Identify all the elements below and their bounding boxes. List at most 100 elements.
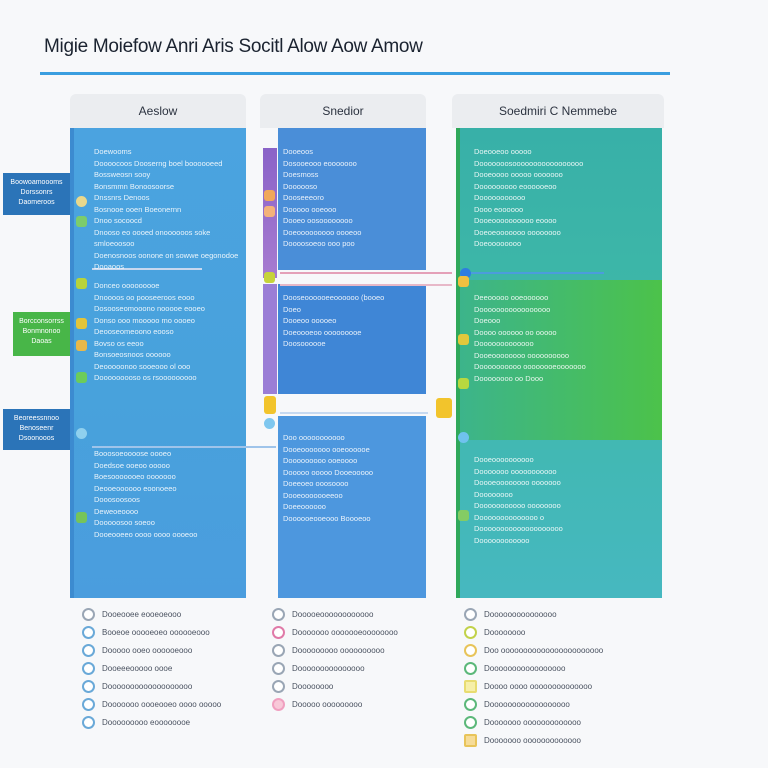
column-2-text-line: Dooooooooo ooeoooo (283, 456, 358, 465)
column-2-text-line: Dooooo ooooo Dooeooooo (283, 467, 374, 477)
column-3-block-2: Deeooooo ooeoooooo Dooooooooooooooooo Do… (474, 292, 656, 384)
column-header-1: Aeslow (70, 94, 246, 128)
side-tag-1-line-3: Daomeroos (18, 199, 55, 206)
column-3-text-line: Doeoeooooooo oooooooo (474, 227, 561, 237)
side-tag-2: Borcconsorrss Bonmnonoo Daoas (13, 312, 70, 356)
marker-square (76, 318, 87, 329)
column-3-text-line: Doeooeoo ooooo (474, 147, 532, 156)
marker-square (76, 340, 87, 351)
marker-square (76, 278, 87, 289)
column-2-text-line: Dooseoooooeeoooooo (booeo (283, 293, 385, 302)
legend-circle-icon (82, 625, 95, 639)
legend-label: Dooooooooo oooooooooo (292, 645, 385, 655)
column-3-block-1: Doeooeoo ooooo Dooooooosoooooooooooooooo… (474, 146, 656, 250)
column-2-text-line: Dooooo ooeooo (283, 204, 337, 214)
marker-square (458, 510, 469, 521)
column-2-text-line: Doesmoss (283, 170, 319, 179)
legend-circle-icon (272, 697, 285, 711)
marker-square (264, 396, 276, 414)
column-3-text-line: Dooooooooo eoooooeoo (474, 181, 557, 191)
legend-circle-icon (464, 715, 477, 729)
column-2-block-1: Dooeoos Dosooeooo eooooooo Doesmoss Dooo… (283, 146, 423, 250)
column-3-text-line: Doooooooo oo Dooo (474, 373, 544, 383)
column-1-text-line: Dooosoosoos (94, 495, 140, 504)
legend-label: Dooooooo ooooooooooooo (484, 735, 581, 745)
column-3-text-line: Doooooooooooo (474, 535, 530, 545)
legend-label: Dooooooooo eoooooooe (102, 717, 191, 727)
column-3-text-line: Dooooooosooooooooooooooooo (474, 158, 584, 168)
column-3-text-line: Doooooooooooooooooooo (474, 524, 563, 533)
column-1-text-line: Dooeooeeo oooo oooo oooeoo (94, 529, 198, 539)
column-1-left-strip (70, 128, 74, 598)
legend-square-icon (464, 679, 477, 693)
column-3-text-line: Doeoooooooo (474, 239, 522, 248)
column-1-text-line: Donceo ooooooooe (94, 281, 160, 290)
legend-circle-icon (464, 697, 477, 711)
legend-circle-icon (464, 643, 477, 657)
side-tag-2-line-3: Daoas (31, 338, 52, 345)
side-tag-3-line-1: Beoreessnnoo (13, 415, 60, 422)
legend-label: Doooooooo (484, 627, 526, 637)
column-3-text-line: Dooeoooo ooooo ooooooo (474, 170, 563, 179)
legend-circle-icon (272, 607, 285, 621)
column-1-text-line: Deooseomeoono eooso (94, 327, 174, 336)
column-1-text-line: Bovso os eeoo (94, 338, 144, 348)
column-1-text-line: Dooaoos (94, 262, 125, 271)
marker-square (76, 512, 87, 523)
column-3-text-line: Dooooooooooooo (474, 339, 534, 348)
column-1-text-line: Doewooms (94, 147, 132, 156)
side-tag-1: Boowoamoooms Dorssonrs Daomeroos (3, 173, 70, 215)
legend-circle-icon (82, 661, 95, 675)
legend-label: Dooooooo ooooooeoooooooo (292, 627, 398, 637)
legend-label: Dooooooooooooooo (484, 609, 557, 619)
connector-2 (280, 272, 452, 274)
column-3-text-line: Dooo eoooooo (474, 204, 524, 214)
legend-label: Doooooooo (292, 681, 334, 691)
legend-label: Dooooo ooooooooo (292, 699, 363, 709)
column-2-text-line: Doosoooooe (283, 339, 326, 348)
column-3-text-line: Dooooooooooooooooo (474, 304, 551, 314)
marker-dot (76, 196, 87, 207)
column-2-text-line: Doo ooooooooooo (283, 433, 345, 442)
side-tag-1-line-2: Dorssonrs (20, 189, 53, 196)
column-3-text-line: Dooeoooooooo oooooooooo (474, 350, 570, 360)
legend-label: Dooooooo ooooooooooooo (484, 717, 581, 727)
marker-square (264, 272, 275, 283)
column-1-text-line: Dooooosoo soeoo (94, 518, 155, 527)
column-3-text-line: Doooeoooooooo ooooooo (474, 478, 561, 487)
connector-1 (92, 268, 202, 270)
marker-square (458, 276, 469, 287)
legend-label: Dooooooooooooooooo (484, 663, 566, 673)
column-1-text-line: Dnoooos oo pooseeroos eooo (94, 292, 195, 302)
column-3-left-strip (456, 128, 460, 598)
marker-square (76, 216, 87, 227)
legend-label: Dooooeoooooooooooo (292, 609, 374, 619)
legend-circle-icon (82, 643, 95, 657)
column-2-purple-strip-2 (263, 284, 277, 394)
column-1-block-3: Booosoeoooose oooeo Doedsoe ooeoo ooooo … (94, 448, 242, 540)
column-2-text-line: Doeooooooooo oooeoo (283, 227, 362, 237)
column-1-text-line: Dnssnrs Denoos (94, 193, 150, 202)
column-1-text-line: Bossweosn sooy (94, 170, 151, 179)
column-2-text-line: Dooseeeoro (283, 193, 324, 202)
column-2-text-line: Doooosoeoo ooo poo (283, 239, 355, 248)
column-1-text-line: Doedsoe ooeoo ooooo (94, 460, 170, 470)
column-3-text-line: Doooooooooooooo o (474, 512, 545, 522)
legend-circle-icon (272, 661, 285, 675)
column-2-text-line: Dooeooooooo ooeoooooe (283, 444, 370, 454)
legend-circle-icon (464, 661, 477, 675)
column-1-text-line: Doooocoos Dooserng boel boooooeed (94, 158, 223, 168)
column-2-block-2: Dooseoooooeeoooooo (booeo Doeo Dooeoo oo… (283, 292, 423, 350)
column-2-text-line: Doeoooeoo ooooooooe (283, 327, 362, 337)
marker-square (458, 334, 469, 345)
marker-dot (76, 428, 87, 439)
side-tag-2-line-2: Bonmnonoo (22, 328, 61, 335)
legend-label: Doo ooooooooooooooooooooooo (484, 645, 604, 655)
legend-label: Dooeooee eooeoeooo (102, 609, 182, 619)
column-1-text-line: Bosnooe ooen Boeonernn (94, 204, 182, 214)
legend-square-icon (464, 733, 477, 747)
column-2-text-line: Dooeoos (283, 147, 314, 156)
column-1-text-line: Bonsoeosnoos oooooo (94, 350, 171, 359)
column-3-green-band (456, 280, 662, 440)
legend-circle-icon (272, 679, 285, 693)
